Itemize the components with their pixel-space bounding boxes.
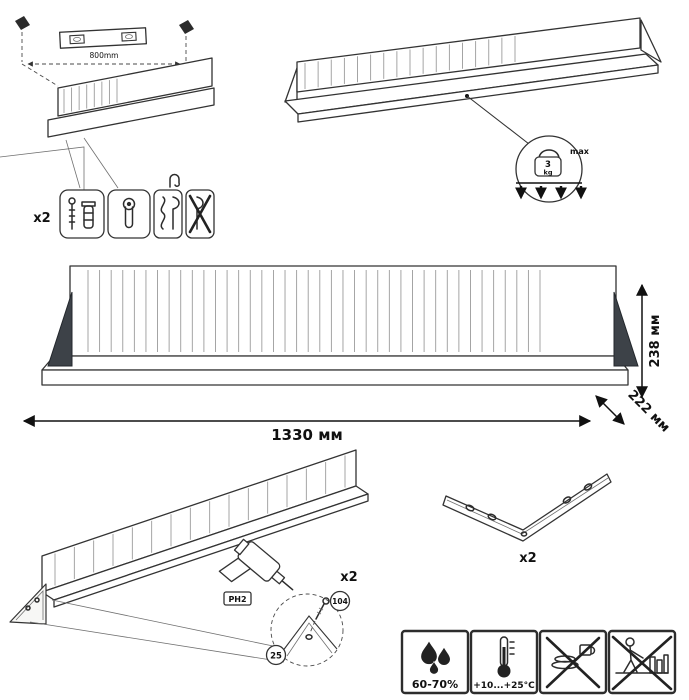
temperature-label: +10...+25°C xyxy=(473,681,535,691)
shelf-front-view: 1330 мм 238 мм 222 мм xyxy=(22,265,672,444)
drill-mark-icon xyxy=(179,20,194,66)
wrong-hanger-icon xyxy=(188,194,212,234)
weight-limit-icon: 3 kg xyxy=(534,149,562,177)
panel-bracket-icon xyxy=(160,196,180,230)
assembly-diagram: PH2 x2 104 25 xyxy=(9,449,369,667)
no-climbing-box xyxy=(607,629,677,695)
mount-spacing-label: 800mm xyxy=(90,51,119,60)
panel-grooves xyxy=(63,78,118,113)
wall-corner xyxy=(0,146,85,192)
hardware-boxes xyxy=(59,173,215,239)
right-support xyxy=(613,291,639,367)
height-dimension-label: 238 мм xyxy=(648,315,663,368)
hook-icon xyxy=(169,173,180,188)
humidity-box: 60-70% xyxy=(400,629,470,695)
drill-mark-icon xyxy=(15,16,30,62)
wall-mounting-diagram: 800mm x2 xyxy=(0,16,215,239)
load-limit-callout: 3 kg max xyxy=(515,135,590,203)
level-icon xyxy=(58,27,148,49)
part-callout xyxy=(329,590,351,612)
depth-dimension-line xyxy=(595,395,625,425)
bit-label-box xyxy=(223,591,252,606)
hardware-count-label: x2 xyxy=(33,211,50,226)
shelf-mounting-view xyxy=(47,57,215,189)
max-label: max xyxy=(570,147,590,156)
screw-icon xyxy=(309,597,330,634)
no-dishes-box xyxy=(538,629,608,695)
panel-grooves xyxy=(87,270,541,352)
drill-icon xyxy=(218,538,294,591)
usage-conditions: 60-70% +10...+25°C xyxy=(400,629,677,695)
corner-bracket xyxy=(9,583,47,625)
depth-dimension-label: 222 мм xyxy=(624,388,672,436)
width-dimension-label: 1330 мм xyxy=(271,426,343,444)
svg-text:3: 3 xyxy=(545,160,551,170)
no-dishes-icon xyxy=(545,636,601,689)
bit-label: PH2 xyxy=(228,595,246,604)
humidity-label: 60-70% xyxy=(412,678,458,691)
humidity-icon xyxy=(420,639,451,675)
screw-anchor-icon xyxy=(68,197,96,230)
assembly-count-label: x2 xyxy=(340,570,357,585)
panel-grooves xyxy=(304,36,516,89)
no-climbing-icon xyxy=(611,635,673,691)
panel-grooves xyxy=(54,455,346,586)
left-support xyxy=(47,291,73,367)
temperature-box: +10...+25°C xyxy=(469,629,539,695)
assembly-detail: 104 25 xyxy=(265,590,351,667)
keyhole-hanger-icon xyxy=(122,197,136,229)
load-arrows xyxy=(515,186,587,200)
part-callout xyxy=(265,644,287,666)
part-a-label: 104 xyxy=(332,597,348,606)
bracket-part: x2 xyxy=(442,473,612,566)
temperature-icon xyxy=(497,636,515,678)
bracket-count-label: x2 xyxy=(519,551,536,566)
svg-text:kg: kg xyxy=(544,169,553,177)
part-b-label: 25 xyxy=(270,652,282,662)
shelf-isometric: 3 kg max xyxy=(284,17,662,203)
